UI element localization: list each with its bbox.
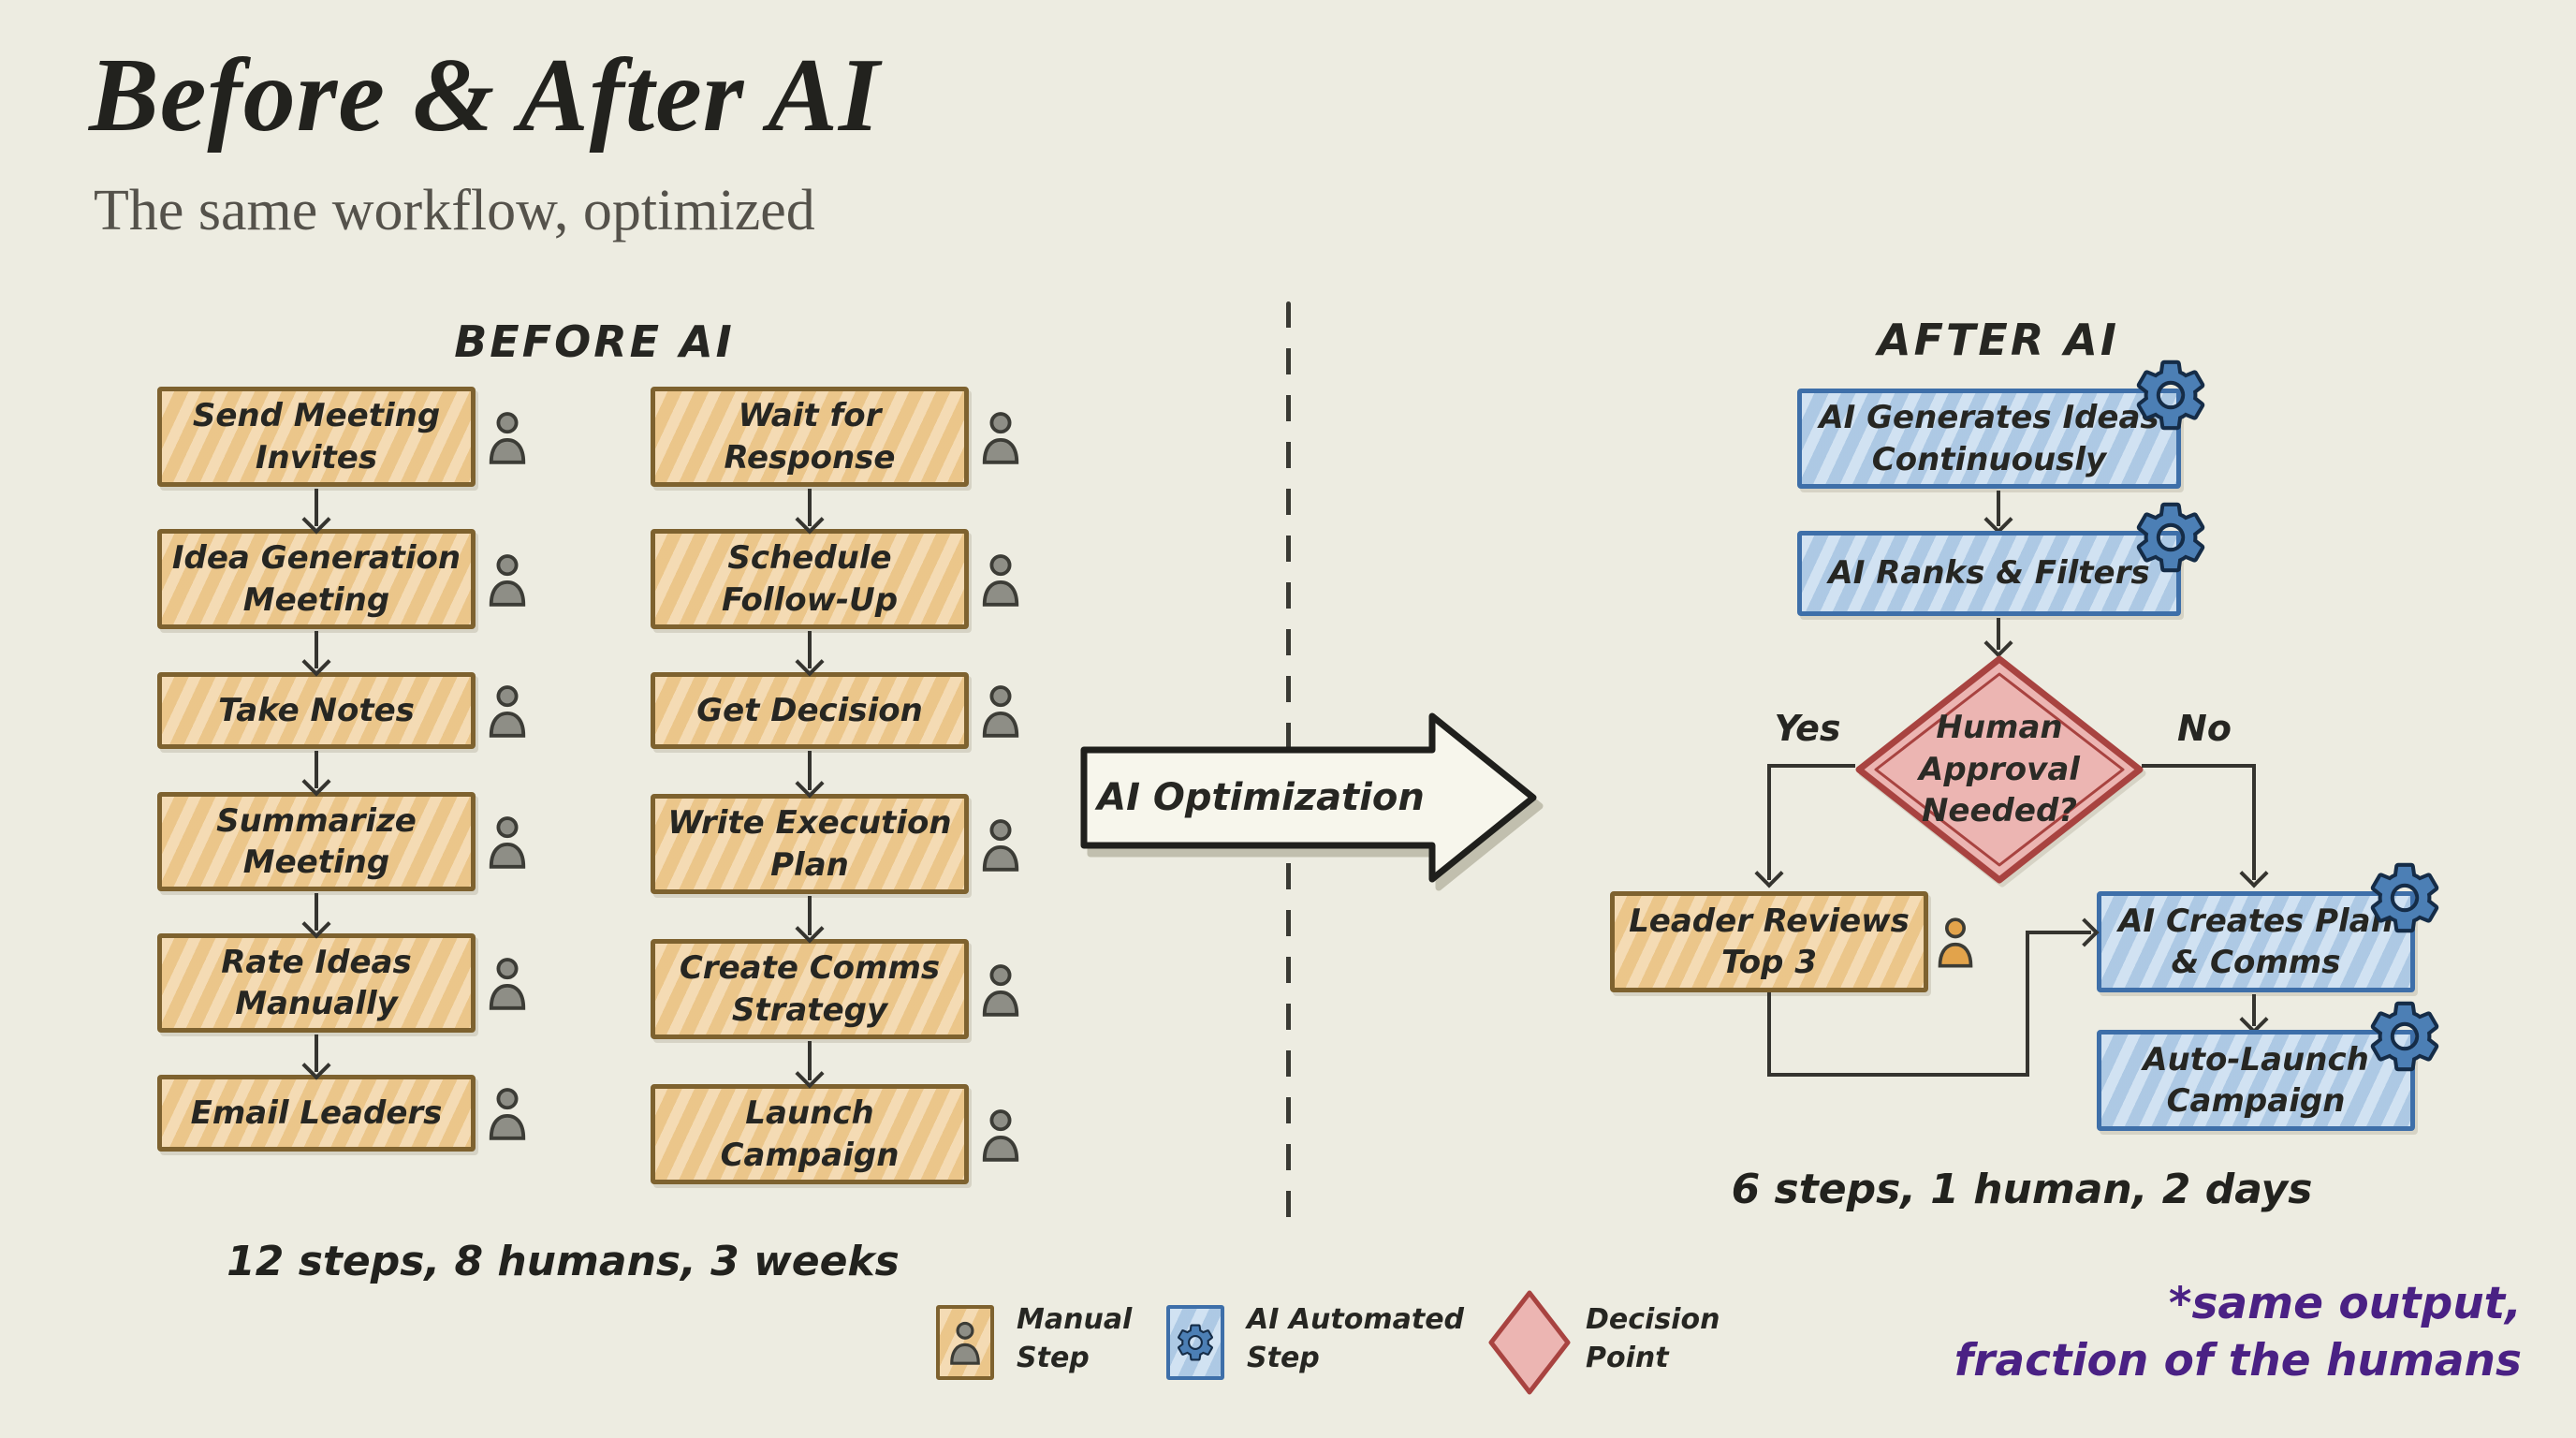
person-icon [982,1108,1019,1162]
step-label: Send Meeting Invites [192,397,441,477]
flow-arrow-down [315,893,318,931]
review-connector-down [1767,992,1771,1077]
page-subtitle: The same workflow, optimized [94,179,815,242]
manual-step-box: Send Meeting Invites [157,387,526,487]
step-label: Summarize Meeting [216,801,417,881]
after-stats: 6 steps, 1 human, 2 days [1731,1166,2313,1213]
flow-arrow-down [808,751,812,790]
flow-arrow-down [1997,491,2000,526]
step-label: Leader Reviews Top 3 [1629,902,1910,981]
step-label: Idea Generation Meeting [171,539,461,619]
ai-step-box-generate: AI Generates Ideas Continuously [1797,389,2181,489]
gear-icon [2364,995,2446,1078]
legend-label-decision: Decision Point [1586,1303,1720,1374]
flow-arrow-down [808,896,812,935]
step-label: Schedule Follow-Up [721,539,899,619]
manual-step-box: Wait for Response [651,387,1019,487]
manual-step-box: Schedule Follow-Up [651,529,1019,629]
manual-step-box-review: Leader Reviews Top 3 [1610,891,1973,992]
before-heading: BEFORE AI [454,316,735,367]
review-connector-arrow [2026,931,2091,934]
flow-arrow-down [315,489,318,526]
legend-swatch-manual [936,1305,994,1380]
gear-icon [2130,354,2212,436]
step-label: Launch Campaign [720,1094,900,1174]
manual-step-box: Write Execution Plan [651,794,1019,894]
yes-branch-label: Yes [1774,708,1841,749]
flow-arrow-down [315,1034,318,1072]
before-stats: 12 steps, 8 humans, 3 weeks [227,1238,900,1285]
no-branch-label: No [2177,708,2232,749]
manual-step-box: Summarize Meeting [157,792,526,891]
step-label: AI Creates Plan & Comms [2118,902,2393,981]
person-icon [489,816,526,869]
gear-icon [2364,857,2446,939]
step-label: Wait for Response [724,397,896,477]
footnote: *same output, fraction of the humans [1954,1278,2522,1387]
legend-label-ai: AI Automated Step [1247,1303,1465,1374]
ai-optimization-label: AI Optimization [1097,776,1425,819]
person-icon [950,1321,980,1365]
manual-step-box: Take Notes [157,672,526,749]
manual-step-box: Create Comms Strategy [651,939,1019,1039]
flow-arrow-down [808,631,812,668]
legend-label-manual: Manual Step [1017,1303,1133,1374]
person-icon [489,553,526,607]
person-icon [982,553,1019,607]
person-icon [982,411,1019,464]
legend-swatch-decision [1488,1290,1571,1395]
page-title: Before & After AI [89,37,881,154]
manual-step-box: Email Leaders [157,1075,526,1152]
decision-diamond [1855,655,2144,884]
gear-icon [1178,1324,1213,1361]
flow-arrow-down [2252,994,2256,1026]
step-label: AI Generates Ideas Continuously [1819,399,2159,478]
person-icon [982,963,1019,1017]
step-label: AI Ranks & Filters [1828,554,2150,593]
person-icon [489,411,526,464]
ai-step-box-rank: AI Ranks & Filters [1797,531,2181,616]
person-icon [982,818,1019,872]
person-icon [982,685,1019,738]
step-label: Auto-Launch Campaign [2143,1040,2369,1120]
ai-step-box-launch: Auto-Launch Campaign [2097,1030,2415,1131]
step-label: Rate Ideas Manually [221,943,412,1022]
step-label: Get Decision [696,691,923,729]
ai-step-box-create: AI Creates Plan & Comms [2097,891,2415,992]
after-heading: AFTER AI [1878,315,2119,365]
step-label: Take Notes [218,691,415,729]
manual-step-box: Rate Ideas Manually [157,933,526,1033]
person-icon [1938,917,1973,968]
step-label: Write Execution Plan [667,804,952,884]
flow-arrow-down [808,1041,812,1080]
manual-step-box: Get Decision [651,672,1019,749]
person-icon [489,1088,526,1140]
ai-optimization-arrow [1080,712,1537,883]
manual-step-box: Idea Generation Meeting [157,529,526,629]
review-connector-up [2026,932,2029,1077]
step-label: Create Comms Strategy [679,949,941,1029]
flow-arrow-down [315,631,318,668]
manual-step-box: Launch Campaign [651,1084,1019,1184]
flow-arrow-down [1997,618,2000,650]
gear-icon [2130,496,2212,579]
no-branch-arrow [2252,764,2256,880]
person-icon [489,958,526,1010]
person-icon [489,685,526,738]
review-connector-across [1767,1073,2029,1077]
yes-branch-arrow [1767,764,1771,880]
decision-label: Human Approval Needed? [1919,708,2080,830]
step-label: Email Leaders [190,1093,443,1132]
flow-arrow-down [315,751,318,788]
no-branch-line [2142,764,2256,768]
yes-branch-line [1769,764,1855,768]
flow-arrow-down [808,489,812,526]
legend-swatch-ai [1166,1305,1224,1380]
